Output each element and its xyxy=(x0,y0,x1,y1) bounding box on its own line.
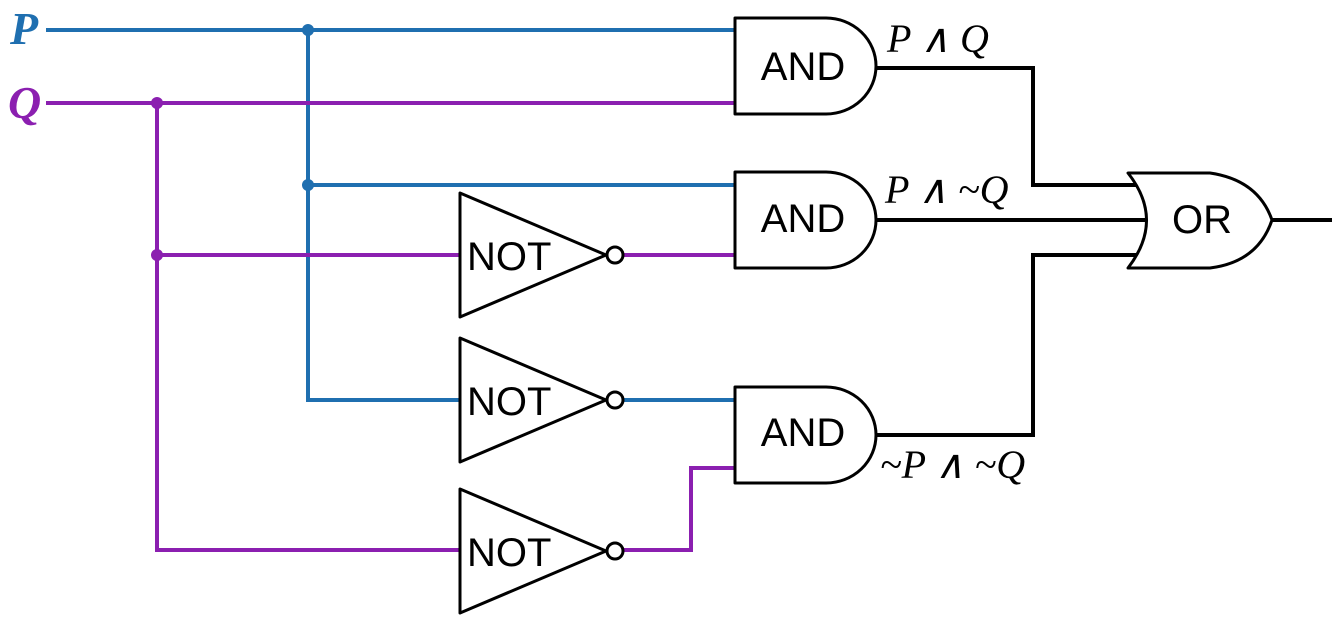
expr-mid: P ∧ ~Q xyxy=(884,167,1009,212)
or-gate-label: OR xyxy=(1172,198,1232,242)
p-junction-mid xyxy=(302,179,314,191)
and-gate-bot-label: AND xyxy=(761,411,845,455)
q-junction-top xyxy=(151,97,163,109)
and-gate-top: AND xyxy=(733,16,878,116)
not-gate-p-label: NOT xyxy=(467,380,551,424)
not-gate-q: NOT xyxy=(458,191,625,319)
output-wires xyxy=(874,66,1332,437)
q-wires xyxy=(46,97,737,552)
not-gate-p: NOT xyxy=(458,336,625,464)
not-gate-q2: NOT xyxy=(458,487,625,615)
p-junction-top xyxy=(302,24,314,36)
not-gate-q-label: NOT xyxy=(467,235,551,279)
and-top-to-or-wire xyxy=(874,66,1145,187)
and-gate-top-label: AND xyxy=(761,45,845,89)
and-bot-to-or-wire xyxy=(874,253,1145,437)
input-q-label: Q xyxy=(8,77,41,128)
and-gate-mid-label: AND xyxy=(761,197,845,241)
input-p-label: P xyxy=(9,3,39,54)
q-junction-mid xyxy=(151,249,163,261)
or-gate: OR xyxy=(1126,171,1274,270)
not-gate-q2-label: NOT xyxy=(467,531,551,575)
and-gate-mid: AND xyxy=(733,170,878,270)
p-vertical-bus xyxy=(306,28,462,402)
not-gate-q-bubble xyxy=(605,245,625,265)
and-gate-bot: AND xyxy=(733,385,878,485)
not-gate-q2-bubble xyxy=(605,541,625,561)
expr-top: P ∧ Q xyxy=(886,16,989,61)
not-gate-p-bubble xyxy=(605,390,625,410)
not-q2-to-and-bot-wire xyxy=(620,466,737,552)
p-wires xyxy=(46,24,737,402)
expr-bot: ~P ∧ ~Q xyxy=(880,442,1025,487)
